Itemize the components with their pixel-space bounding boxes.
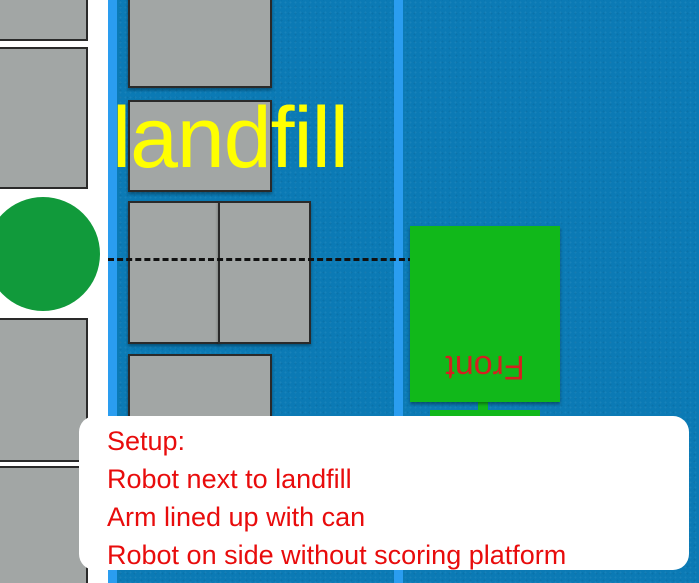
robot-arm-stem [478, 400, 488, 414]
setup-note-line: Robot next to landfill [107, 464, 352, 494]
landfill-tile [128, 201, 220, 344]
setup-note-line: Setup: [107, 426, 186, 456]
left-rail [108, 0, 117, 583]
landfill-label: landfill [112, 90, 349, 186]
robot-front-label: Front [445, 348, 525, 386]
landfill-tile [128, 0, 272, 88]
robot [410, 226, 560, 402]
left-tile [0, 0, 88, 41]
landfill-tile [218, 201, 311, 344]
left-tile [0, 47, 88, 189]
left-tile [0, 466, 88, 583]
right-rail [394, 0, 403, 583]
setup-note-line: Arm lined up with can [107, 502, 366, 532]
setup-note: Setup: Robot next to landfill Arm lined … [79, 416, 689, 570]
setup-note-line: Robot on side without scoring platform [107, 540, 567, 570]
alignment-line [108, 258, 414, 261]
left-tile [0, 318, 88, 462]
landfill-tile [128, 100, 272, 192]
can [0, 197, 100, 311]
